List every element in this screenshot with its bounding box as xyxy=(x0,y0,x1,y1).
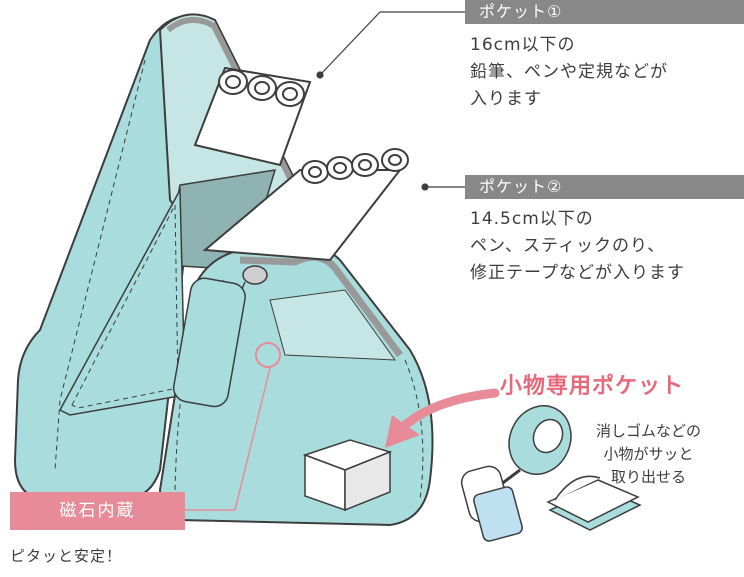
pocket-1-line-3: 入ります xyxy=(470,89,542,109)
tape-roll xyxy=(499,405,572,487)
small-pocket-note: 消しゴムなどの 小物がサッと 取り出せる xyxy=(596,420,701,489)
callout-lines xyxy=(316,11,465,191)
magnet-marker xyxy=(255,342,281,368)
pocket-2-line-1: 14.5cm以下の xyxy=(470,209,594,229)
pocket-2-tag: ポケット② xyxy=(465,175,744,199)
pocket-1-line-1: 16cm以下の xyxy=(470,35,576,55)
pocket-2-description: 14.5cm以下の ペン、スティックのり、 修正テープなどが入ります xyxy=(470,206,685,287)
small-pocket-arrow xyxy=(385,388,500,448)
eraser-in-pocket xyxy=(302,439,393,512)
pens-pocket-1 xyxy=(193,66,312,167)
erasers xyxy=(460,465,523,542)
small-pocket-note-line-2: 小物がサッと xyxy=(603,445,694,463)
pens-pocket-2 xyxy=(202,148,409,262)
magnet-caption: ピタッと安定！ xyxy=(10,547,123,565)
magnet-badge: 磁石内蔵 xyxy=(10,492,185,530)
magnet-callout xyxy=(185,367,271,511)
pocket-1-line-2: 鉛筆、ペンや定規などが xyxy=(470,62,668,82)
small-pocket-note-line-1: 消しゴムなどの xyxy=(596,422,702,440)
small-pocket-note-line-3: 取り出せる xyxy=(611,468,687,486)
pocket-2-line-2: ペン、スティックのり、 xyxy=(470,236,666,256)
pocket-1-tag: ポケット① xyxy=(465,0,744,24)
small-pocket-title: 小物専用ポケット xyxy=(500,374,685,399)
pocket-1-description: 16cm以下の 鉛筆、ペンや定規などが 入ります xyxy=(470,32,668,113)
zipper-pull xyxy=(172,265,268,408)
pocket-2-line-3: 修正テープなどが入ります xyxy=(470,263,685,283)
sticky-notes xyxy=(546,475,642,531)
